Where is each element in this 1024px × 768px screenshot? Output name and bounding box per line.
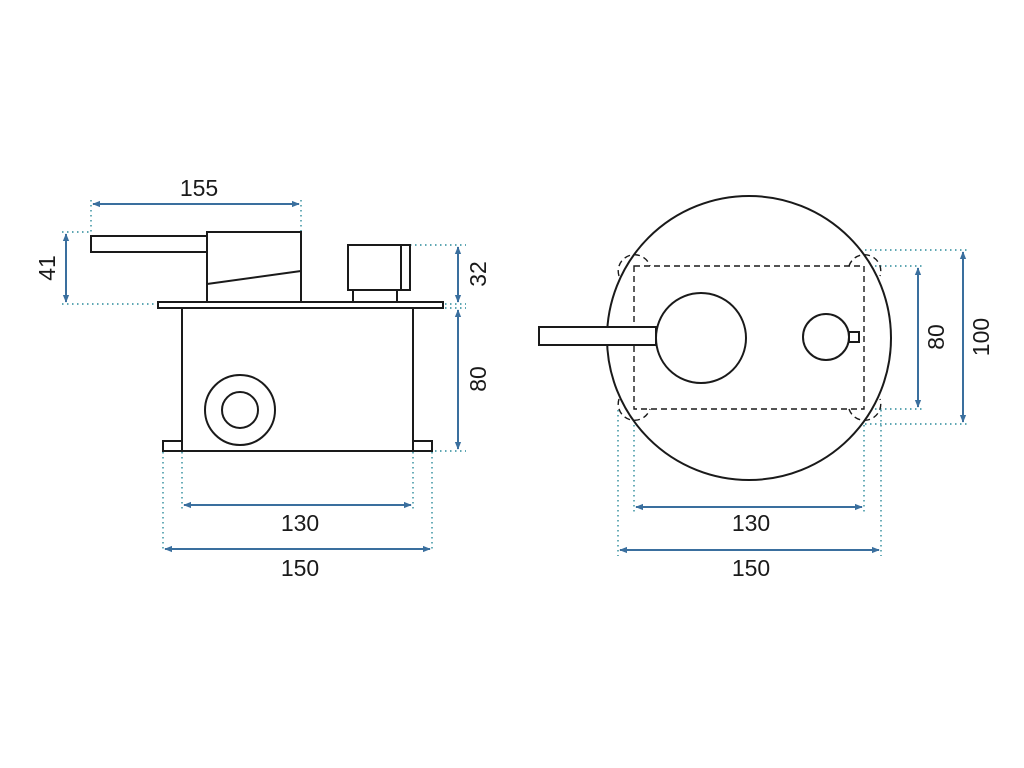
diverter-stem: [352, 289, 398, 303]
dim-label-150: 150: [281, 555, 319, 581]
dim-label-41: 41: [34, 255, 60, 281]
pipe-connection-inner: [221, 391, 259, 429]
hidden-ear-top-left: [617, 254, 651, 277]
front-dimension-lines: [619, 251, 967, 554]
side-view: 155 41 32 80 130 150: [34, 175, 491, 581]
front-dim-label-100: 100: [968, 318, 994, 356]
front-dim-label-80: 80: [923, 324, 949, 350]
front-diverter-knob: [802, 313, 850, 361]
mounting-foot-right: [412, 440, 433, 452]
dim-label-130: 130: [281, 510, 319, 536]
lever-body: [206, 231, 302, 303]
hidden-ear-bottom-right: [848, 398, 882, 421]
front-diverter-tab: [848, 331, 860, 343]
front-dim-label-150: 150: [732, 555, 770, 581]
mounting-foot-left: [162, 440, 183, 452]
side-dimension-lines: [62, 200, 462, 553]
front-lever-arm: [538, 326, 657, 346]
dim-label-32: 32: [465, 261, 491, 287]
lever-arm: [90, 235, 209, 253]
front-extension-lines: [617, 249, 970, 556]
hidden-ear-bottom-left: [617, 398, 651, 421]
dim-label-80: 80: [465, 366, 491, 392]
front-view: 80 100 130 150: [538, 195, 994, 581]
front-dim-label-130: 130: [732, 510, 770, 536]
lever-body-cut: [206, 270, 302, 285]
side-extension-lines: [62, 200, 466, 552]
front-lever-hub: [655, 292, 747, 384]
hidden-ear-top-right: [848, 254, 882, 277]
dim-label-155: 155: [180, 175, 218, 201]
